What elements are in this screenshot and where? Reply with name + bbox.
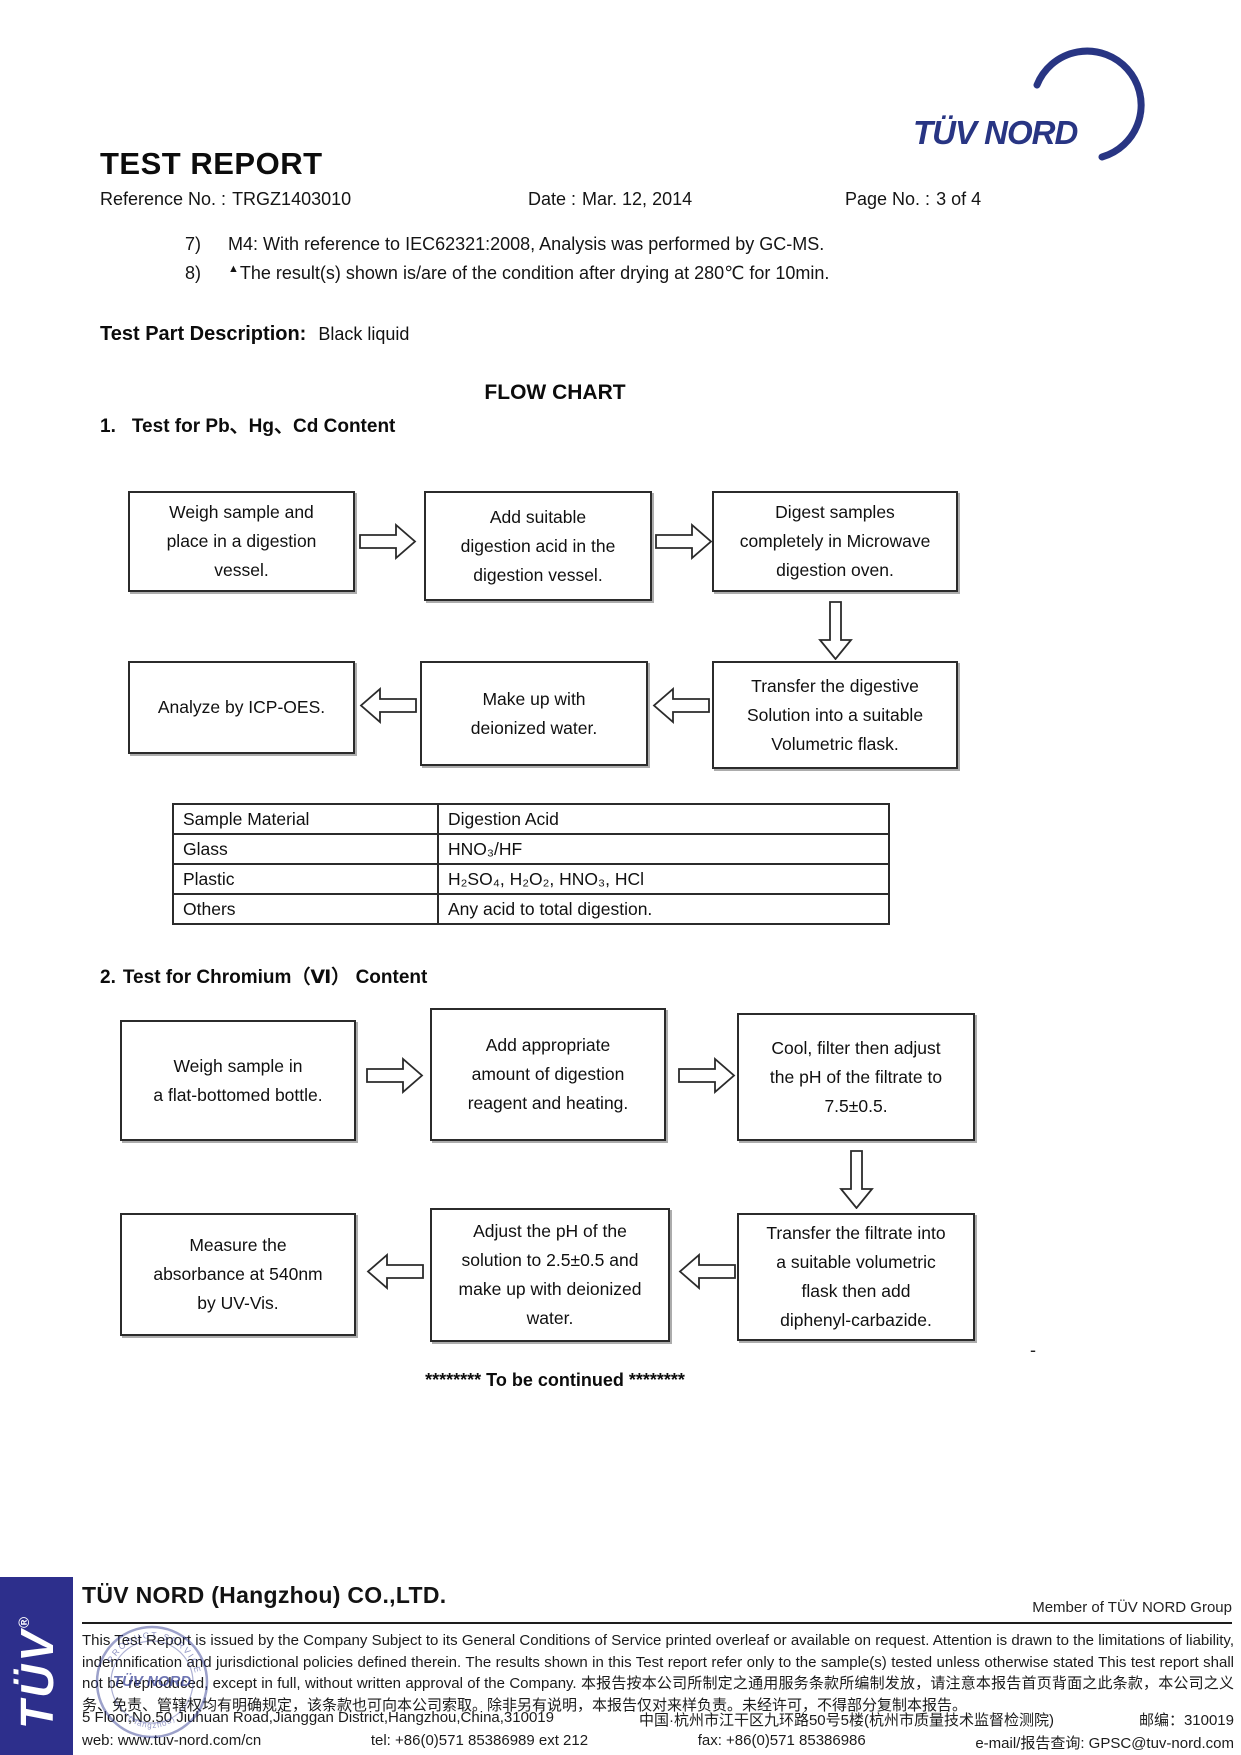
page-number: Page No. :3 of 4 <box>845 189 981 210</box>
test-part-description: Test Part Description: Black liquid <box>100 323 409 346</box>
table-cell: Plastic <box>172 863 439 895</box>
note-7: 7) M4: With reference to IEC62321:2008, … <box>185 234 825 255</box>
section-1-heading: 1. Test for Pb、Hg、Cd Content <box>100 411 395 438</box>
digestion-acid-table: Sample Material Digestion Acid Glass HNO… <box>172 803 890 925</box>
registered-mark-icon: ® <box>15 1617 33 1629</box>
table-header-row: Sample Material Digestion Acid <box>172 803 890 835</box>
email-text: e-mail/报告查询: GPSC@tuv-nord.com <box>975 1735 1234 1752</box>
to-be-continued: ******** To be continued ******** <box>425 1370 685 1390</box>
section-1-number: 1. <box>100 416 116 437</box>
telephone-text: tel: +86(0)571 85386989 ext 212 <box>370 1732 589 1749</box>
postcode: 邮编：310019 <box>1138 1712 1234 1729</box>
footer-contact-row: web: www.tuv-nord.com/cn tel: +86(0)571 … <box>82 1732 1234 1753</box>
date-label: Date : <box>528 189 577 209</box>
table-cell: Glass <box>172 833 439 865</box>
flow-arrow-right-icon <box>366 1057 424 1094</box>
table-row: Others Any acid to total digestion. <box>172 893 890 925</box>
footer-address-row: 5 Floor,No.50 Jiuhuan Road,Jianggan Dist… <box>82 1709 1234 1730</box>
flow-arrow-down-icon <box>839 1150 874 1209</box>
flow-step-box: Measure the absorbance at 540nm by UV-Vi… <box>120 1213 356 1336</box>
note-7-text: M4: With reference to IEC62321:2008, Ana… <box>228 234 825 254</box>
test-part-label: Test Part Description: <box>100 323 307 345</box>
flow-arrow-left-icon <box>652 687 710 724</box>
stamp-center-text: TÜV NORD <box>113 1673 192 1690</box>
tuv-sidebar-text: TÜV® <box>10 1617 64 1729</box>
flow-step-box: Cool, filter then adjust the pH of the f… <box>737 1013 975 1141</box>
tuv-nord-logo: TÜV NORD <box>913 47 1145 161</box>
footer-legal-text: This Test Report is issued by the Compan… <box>82 1632 1234 1714</box>
section-1-title: Test for Pb、Hg、Cd Content <box>131 416 396 437</box>
flow-arrow-right-icon <box>678 1057 736 1094</box>
flow-step-box: Adjust the pH of the solution to 2.5±0.5… <box>430 1208 670 1342</box>
reference-number: Reference No. :TRGZ1403010 <box>100 189 351 210</box>
section-2-title: Test for Chromium（Ⅵ） Content <box>122 967 428 988</box>
report-date: Date :Mar. 12, 2014 <box>528 189 692 210</box>
tuv-sidebar-logo: TÜV® <box>0 1577 73 1755</box>
section-2-number: 2. <box>100 967 116 988</box>
footer-member-text: Member of TÜV NORD Group <box>1032 1599 1232 1616</box>
test-part-value: Black liquid <box>318 324 410 344</box>
flow-step-box: Weigh sample and place in a digestion ve… <box>128 491 355 592</box>
margin-dash: - <box>1030 1340 1036 1360</box>
tuv-bar-label: TÜV <box>10 1628 63 1730</box>
page-value: 3 of 4 <box>936 189 982 209</box>
footer-divider <box>82 1622 1232 1624</box>
stamp-inner-ring <box>110 1640 194 1724</box>
page-label: Page No. : <box>845 189 931 209</box>
column-header: Sample Material <box>172 803 439 835</box>
flow-step-box: Digest samples completely in Microwave d… <box>712 491 958 592</box>
triangle-marker-icon: ▲ <box>228 263 239 275</box>
flow-arrow-right-icon <box>359 523 417 560</box>
table-cell: HNO₃/HF <box>437 833 890 865</box>
stamp-outer-ring <box>95 1625 209 1739</box>
note-8-text: The result(s) shown is/are of the condit… <box>239 263 830 283</box>
date-value: Mar. 12, 2014 <box>582 189 693 209</box>
table-cell: H₂SO₄, H₂O₂, HNO₃, HCl <box>437 863 890 895</box>
company-stamp-icon: PRODUCT SERVICE (Hangzhou) TÜV NORD <box>95 1625 209 1739</box>
reference-label: Reference No. : <box>100 189 227 209</box>
stamp-ring-bottom-text: (Hangzhou) <box>127 1714 176 1730</box>
flow-arrow-left-icon <box>359 687 417 724</box>
flow-step-box: Weigh sample in a flat-bottomed bottle. <box>120 1020 356 1141</box>
flow-step-box: Make up with deionized water. <box>420 661 648 766</box>
logo-arc-icon <box>1033 47 1145 161</box>
note-8: 8) ▲The result(s) shown is/are of the co… <box>185 263 830 284</box>
flow-arrow-left-icon <box>678 1253 736 1290</box>
column-header: Digestion Acid <box>437 803 890 835</box>
note-7-number: 7) <box>185 234 202 254</box>
flow-step-box: Analyze by ICP-OES. <box>128 661 355 754</box>
table-cell: Others <box>172 893 439 925</box>
flow-chart-title: FLOW CHART <box>484 381 626 404</box>
flow-step-box: Add suitable digestion acid in the diges… <box>424 491 652 601</box>
address-english: 5 Floor,No.50 Jiuhuan Road,Jianggan Dist… <box>82 1709 554 1726</box>
flow-step-box: Add appropriate amount of digestion reag… <box>430 1008 666 1141</box>
page-title: TEST REPORT <box>100 146 323 181</box>
website-text: web: www.tuv-nord.com/cn <box>82 1732 262 1749</box>
table-row: Glass HNO₃/HF <box>172 833 890 865</box>
logo-text: TÜV NORD <box>913 114 1078 151</box>
table-row: Plastic H₂SO₄, H₂O₂, HNO₃, HCl <box>172 863 890 895</box>
footer-company-name: TÜV NORD (Hangzhou) CO.,LTD. <box>82 1582 447 1608</box>
flow-step-box: Transfer the digestive Solution into a s… <box>712 661 958 769</box>
flow-arrow-right-icon <box>655 523 713 560</box>
reference-value: TRGZ1403010 <box>232 189 352 209</box>
flow-arrow-left-icon <box>366 1253 424 1290</box>
flow-arrow-down-icon <box>818 601 853 660</box>
note-8-number: 8) <box>185 263 202 283</box>
fax-text: fax: +86(0)571 85386986 <box>697 1732 866 1749</box>
flow-step-box: Transfer the filtrate into a suitable vo… <box>737 1213 975 1341</box>
section-2-heading: 2. Test for Chromium（Ⅵ） Content <box>100 962 427 989</box>
svg-text:(Hangzhou): (Hangzhou) <box>127 1714 177 1730</box>
table-cell: Any acid to total digestion. <box>437 893 890 925</box>
address-chinese: 中国·杭州市江干区九环路50号5楼(杭州市质量技术监督检测院) <box>638 1712 1054 1729</box>
